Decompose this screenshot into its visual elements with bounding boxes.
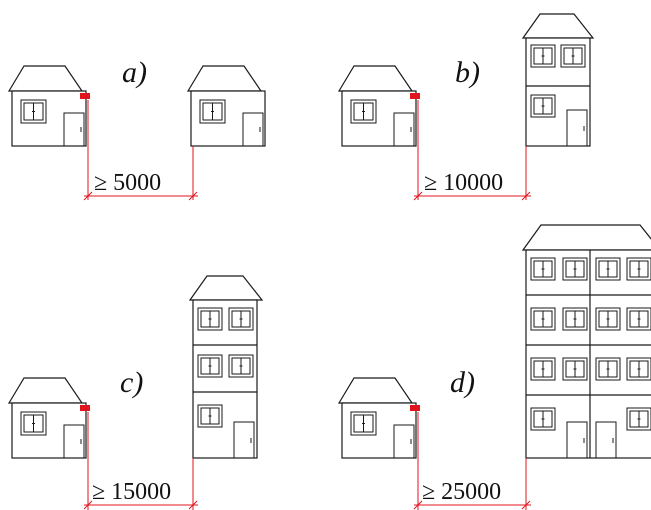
distance-label-d: ≥ 25000 <box>422 479 501 505</box>
house-left-a <box>8 65 87 147</box>
panel-a: a) ≥ 5000 <box>8 56 266 201</box>
distance-label-c: ≥ 15000 <box>92 479 171 505</box>
building-2-storey-b <box>521 13 595 147</box>
fire-wall-marker-a <box>80 93 90 99</box>
fire-wall-marker-c <box>80 405 90 411</box>
house-left-c <box>8 377 87 459</box>
panel-b: b) ≥ 10000 <box>338 13 595 201</box>
fire-wall-marker-d <box>410 405 420 411</box>
distance-label-b: ≥ 10000 <box>424 170 503 196</box>
panel-label-d: d) <box>450 366 475 399</box>
panel-label-a: a) <box>122 56 147 89</box>
panel-label-b: b) <box>455 56 480 89</box>
panel-c: c) ≥ 15000 <box>8 275 264 510</box>
building-4-storey-d <box>521 224 651 459</box>
building-3-storey-c <box>188 275 264 459</box>
fire-wall-marker-b <box>410 93 420 99</box>
house-left-d <box>338 377 417 459</box>
distance-label-a: ≥ 5000 <box>94 170 161 196</box>
panel-label-c: c) <box>120 366 143 399</box>
house-right-a <box>187 65 266 147</box>
house-left-b <box>338 65 417 147</box>
panel-d: d) ≥ 25000 <box>338 224 651 510</box>
